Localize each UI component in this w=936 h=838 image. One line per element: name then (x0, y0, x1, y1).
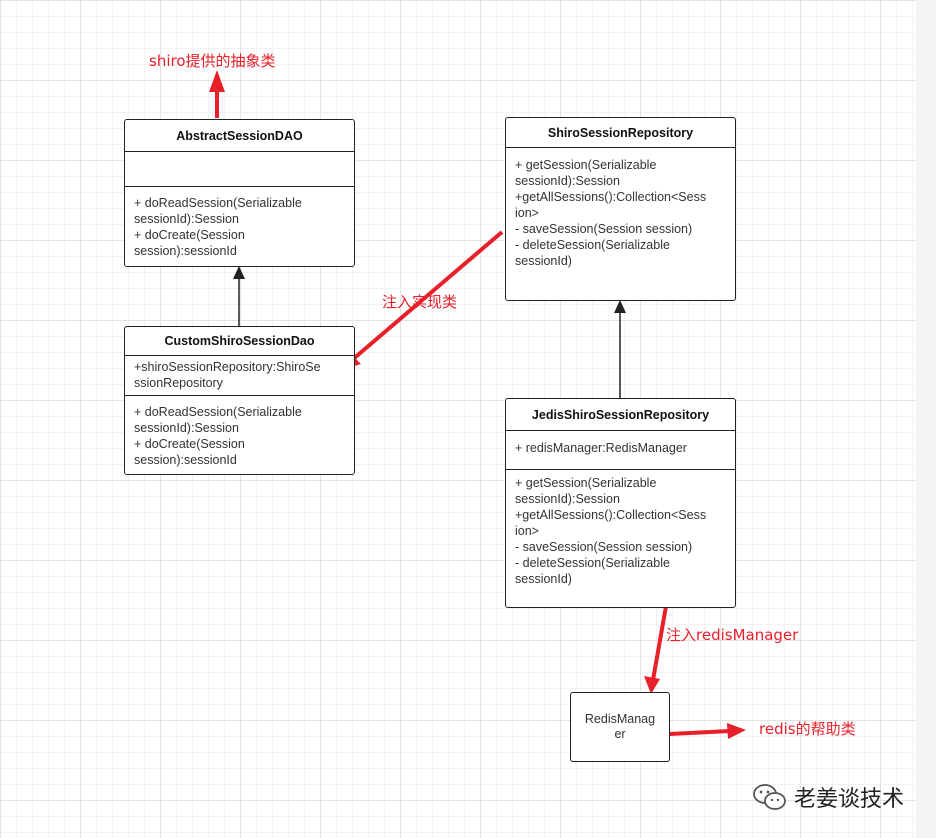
methods-section: + doReadSession(Serializable sessionId):… (125, 187, 354, 262)
method-line: sessionId):Session (134, 212, 239, 226)
method-line: - saveSession(Session session) (515, 222, 693, 236)
attribute-line: ssionRepository (134, 376, 223, 390)
class-name: CustomShiroSessionDao (125, 327, 354, 356)
method-line: sessionId):Session (515, 174, 620, 188)
attributes-section: +shiroSessionRepository:ShiroSe ssionRep… (125, 356, 354, 396)
class-jedis-shiro-session-repository[interactable]: JedisShiroSessionRepository + redisManag… (505, 398, 736, 608)
wechat-icon (753, 784, 786, 810)
method-line: session):sessionId (134, 244, 237, 258)
method-line: + doCreate(Session (134, 437, 245, 451)
method-line: - deleteSession(Serializable (515, 238, 670, 252)
annotation-arrow-redis-helper (669, 729, 731, 736)
method-line: +getAllSessions():Collection<Sess (515, 508, 707, 522)
attribute-line: + redisManager:RedisManager (515, 441, 687, 455)
class-name: JedisShiroSessionRepository (506, 399, 735, 431)
method-line: + doReadSession(Serializable (134, 196, 302, 210)
method-line: sessionId):Session (134, 421, 239, 435)
right-margin-strip (916, 0, 936, 838)
class-abstract-session-dao[interactable]: AbstractSessionDAO + doReadSession(Seria… (124, 119, 355, 267)
method-line: + doCreate(Session (134, 228, 245, 242)
method-line: sessionId) (515, 572, 572, 586)
watermark: 老姜谈技术 (752, 781, 904, 813)
method-line: +getAllSessions():Collection<Sess (515, 190, 707, 204)
redis-manager-label-line: er (614, 727, 626, 741)
attribute-line: +shiroSessionRepository:ShiroSe (134, 360, 321, 374)
attributes-section-empty (125, 152, 354, 187)
class-redis-manager[interactable]: RedisManag er (570, 692, 670, 762)
method-line: + getSession(Serializable (515, 158, 657, 172)
method-line: + getSession(Serializable (515, 476, 657, 490)
method-line: - deleteSession(Serializable (515, 556, 670, 570)
inheritance-arrowhead-abstract (233, 266, 245, 279)
class-name: AbstractSessionDAO (125, 120, 354, 152)
watermark-text: 老姜谈技术 (794, 787, 905, 812)
method-line: session):sessionId (134, 453, 237, 467)
annotation-shiro-abstract: shiro提供的抽象类 (149, 52, 276, 70)
methods-section: + getSession(Serializable sessionId):Ses… (506, 148, 735, 272)
method-line: + doReadSession(Serializable (134, 405, 302, 419)
method-line: sessionId) (515, 254, 572, 268)
method-line: ion> (515, 524, 539, 538)
annotation-arrow-inject-impl (350, 230, 504, 362)
methods-section: + doReadSession(Serializable sessionId):… (125, 396, 354, 471)
inheritance-arrowhead-repository (614, 300, 626, 313)
method-line: ion> (515, 206, 539, 220)
class-name: ShiroSessionRepository (506, 118, 735, 148)
annotation-inject-redis: 注入redisManager (666, 626, 799, 644)
method-line: - saveSession(Session session) (515, 540, 693, 554)
class-shiro-session-repository[interactable]: ShiroSessionRepository + getSession(Seri… (505, 117, 736, 301)
method-line: sessionId):Session (515, 492, 620, 506)
annotation-inject-impl: 注入实现类 (382, 293, 458, 311)
annotation-redis-helper: redis的帮助类 (759, 720, 856, 738)
methods-section: + getSession(Serializable sessionId):Ses… (506, 470, 735, 590)
redis-manager-label-line: RedisManag (584, 712, 656, 726)
attributes-section: + redisManager:RedisManager (506, 431, 735, 470)
class-custom-shiro-session-dao[interactable]: CustomShiroSessionDao +shiroSessionRepos… (124, 326, 355, 475)
